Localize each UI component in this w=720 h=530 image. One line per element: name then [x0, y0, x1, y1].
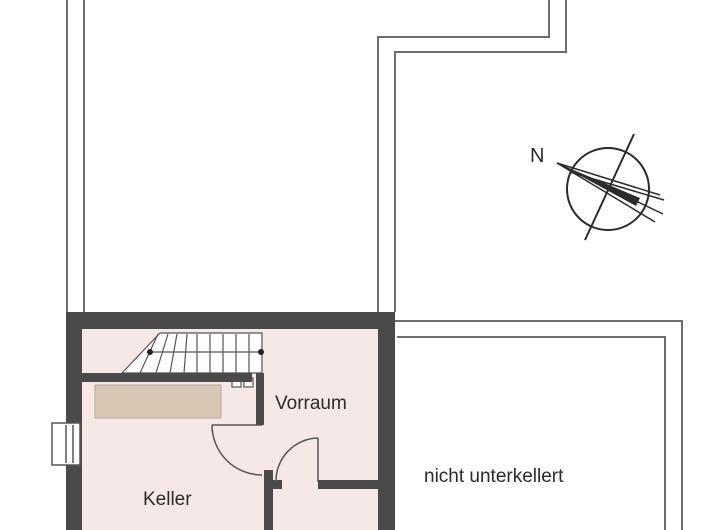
compass: N [530, 133, 665, 241]
shelf-furniture [94, 377, 254, 419]
window-left [51, 422, 81, 466]
room-label-keller: Keller [143, 489, 192, 510]
terrace-outline-right [395, 320, 683, 530]
walls [66, 312, 395, 530]
room-label-nicht-unterkellert: nicht unterkellert [424, 466, 564, 487]
door-keller [211, 424, 263, 476]
compass-needle-fill-icon [557, 163, 640, 206]
staircase [120, 332, 264, 374]
door-vorraum [275, 437, 319, 483]
room-label-vorraum: Vorraum [275, 393, 347, 414]
terrace-outline-upper [66, 0, 567, 312]
compass-north-label: N [530, 145, 544, 167]
